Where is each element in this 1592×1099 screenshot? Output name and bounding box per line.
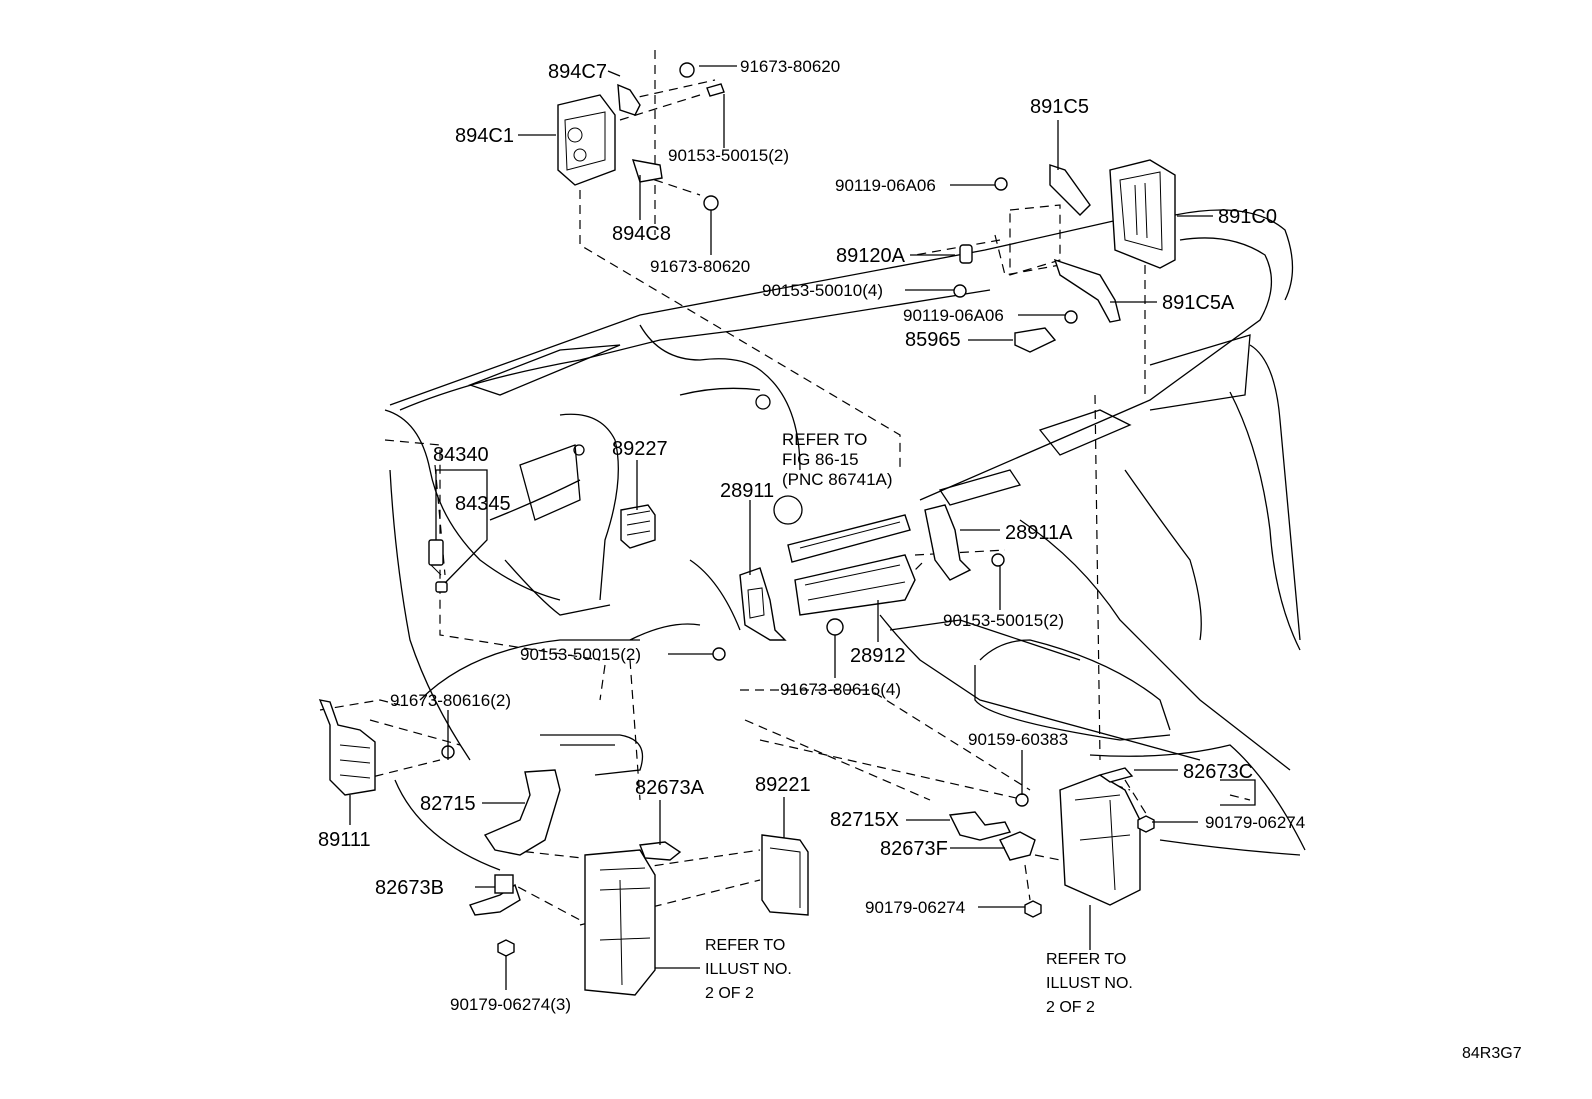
label-85965: 85965	[905, 329, 961, 351]
note-refer-illust-right-3: 2 OF 2	[1046, 999, 1095, 1016]
display-28912	[794, 554, 916, 616]
bracket-28911A	[924, 504, 972, 581]
bracket-28911	[739, 567, 787, 641]
label-90179-06274-right: 90179-06274	[1205, 813, 1305, 832]
label-84345: 84345	[455, 493, 511, 515]
label-891C5A: 891C5A	[1162, 292, 1235, 314]
label-894C8: 894C8	[612, 223, 671, 245]
illustration-code: 84R3G7	[1462, 1045, 1522, 1062]
label-90179-06274-3: 90179-06274(3)	[450, 995, 571, 1014]
label-82673B: 82673B	[375, 877, 444, 899]
note-refer-illust-right-1: REFER TO	[1046, 951, 1126, 968]
bracket-894C8	[631, 159, 663, 183]
small-parts-right	[1015, 793, 1155, 918]
label-82715: 82715	[420, 793, 476, 815]
bracket-82673B	[469, 874, 521, 916]
bracket-82673C	[1098, 767, 1134, 783]
sensor-85965	[1014, 327, 1057, 353]
label-82715X: 82715X	[830, 809, 899, 831]
switch-84345	[435, 581, 448, 593]
module-89227	[620, 504, 656, 549]
label-90153-50015-right: 90153-50015(2)	[943, 611, 1064, 630]
bolts-top	[679, 62, 725, 211]
label-894C7: 894C7	[548, 61, 607, 83]
label-91673-80616-2: 91673-80616(2)	[390, 691, 511, 710]
note-refer-fig-1: REFER TO	[782, 430, 867, 449]
bolts-mid	[712, 553, 1005, 661]
bracket-894C7	[617, 83, 641, 116]
bolts-right-top	[953, 177, 1078, 324]
display-upper	[787, 514, 911, 563]
label-89221: 89221	[755, 774, 811, 796]
label-91673-80616-4: 91673-80616(4)	[780, 680, 901, 699]
module-89111	[318, 699, 376, 796]
label-82673C: 82673C	[1183, 761, 1253, 783]
note-refer-fig-2: FIG 86-15	[782, 450, 859, 469]
label-891C0: 891C0	[1218, 206, 1277, 228]
label-89111: 89111	[318, 829, 371, 851]
label-91673-80620-bottom: 91673-80620	[650, 257, 750, 276]
part-labels: 894C7 91673-80620 894C1 90153-50015(2) 8…	[318, 57, 1305, 1014]
note-refer-illust-left-3: 2 OF 2	[705, 985, 754, 1002]
label-82673A: 82673A	[635, 777, 705, 799]
label-82673F: 82673F	[880, 838, 948, 860]
label-90153-50010: 90153-50010(4)	[762, 281, 883, 300]
ecu-891C0	[1109, 159, 1176, 269]
bracket-82673A	[639, 841, 682, 861]
instrument-panel-outline	[384, 209, 1306, 871]
leader-lines	[349, 65, 1213, 990]
label-89120A: 89120A	[836, 245, 906, 267]
label-90119-06A06-bottom: 90119-06A06	[903, 306, 1004, 325]
label-91673-80620-top: 91673-80620	[740, 57, 840, 76]
note-refer-illust-left-2: ILLUST NO.	[705, 961, 792, 978]
bracket-891C5	[1049, 164, 1091, 216]
note-refer-fig-3: (PNC 86741A)	[782, 470, 893, 489]
label-84340: 84340	[433, 444, 489, 466]
label-89227: 89227	[612, 438, 668, 460]
note-refer-illust-right-2: ILLUST NO.	[1046, 975, 1133, 992]
nut-90179-06274-3	[497, 939, 515, 957]
ecu-894C1	[557, 94, 616, 186]
reference-notes: REFER TO FIG 86-15 (PNC 86741A) REFER TO…	[705, 430, 1133, 1016]
label-90119-06A06-top: 90119-06A06	[835, 176, 936, 195]
module-left-block	[584, 849, 656, 996]
bracket-891C5A	[1053, 258, 1121, 323]
label-90153-50015-top: 90153-50015(2)	[668, 146, 789, 165]
label-894C1: 894C1	[455, 125, 514, 147]
label-90159-60383: 90159-60383	[968, 730, 1068, 749]
bracket-82715	[483, 769, 561, 856]
module-89221	[761, 834, 809, 916]
bracket-82673F	[999, 831, 1036, 861]
label-28912: 28912	[850, 645, 906, 667]
note-refer-illust-left-1: REFER TO	[705, 937, 785, 954]
label-28911A: 28911A	[1005, 522, 1073, 544]
label-28911: 28911	[720, 480, 774, 502]
label-90153-50015-left: 90153-50015(2)	[520, 645, 641, 664]
label-891C5: 891C5	[1030, 96, 1089, 118]
label-90179-06274-mid: 90179-06274	[865, 898, 965, 917]
switch-84340	[428, 539, 444, 576]
module-right-block	[1059, 774, 1141, 906]
bracket-82715X	[948, 811, 1012, 841]
